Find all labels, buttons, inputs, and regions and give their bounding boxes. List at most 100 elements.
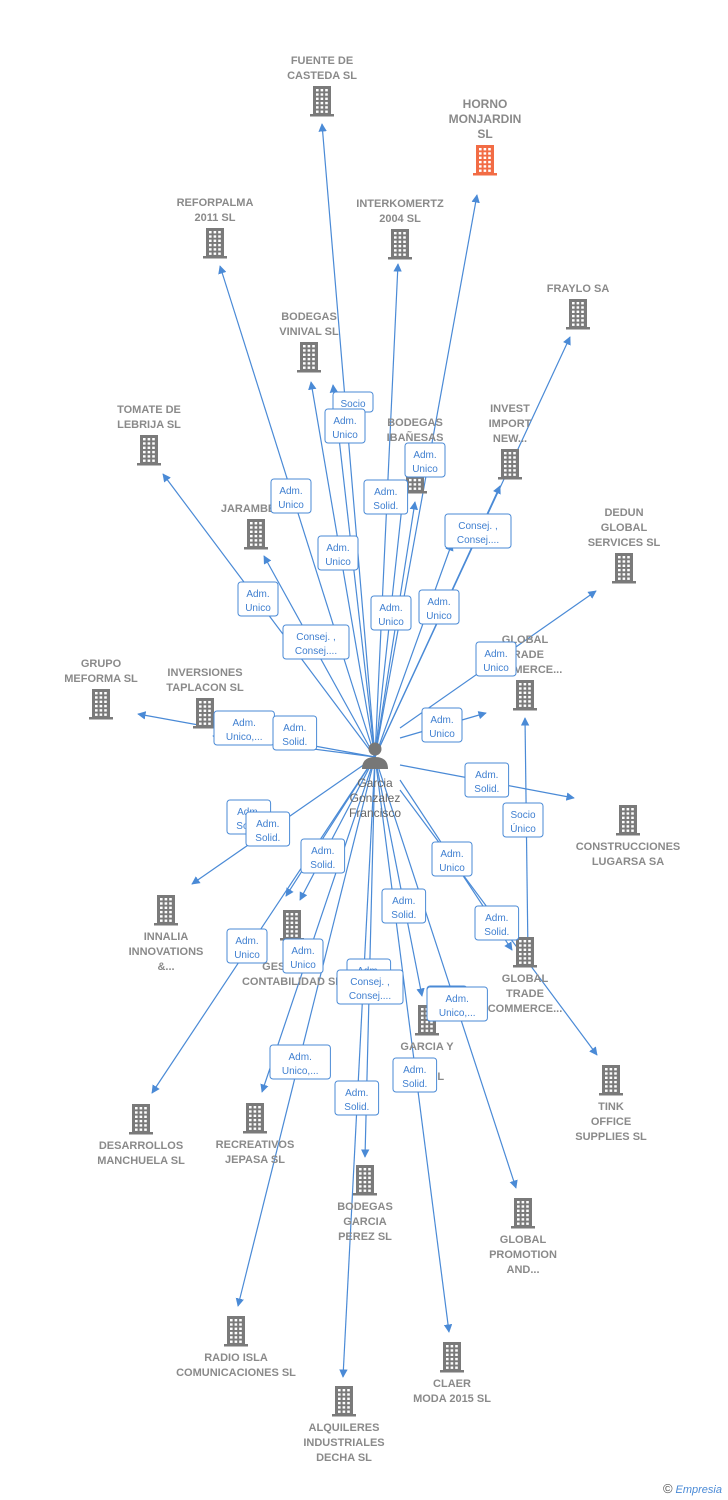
relation-text: Adm. — [403, 1065, 426, 1076]
relation-label-r32[interactable]: Adm.Solid. — [392, 1057, 438, 1093]
relation-label-r12[interactable]: Adm.Unico — [475, 641, 517, 677]
company-label: &... — [157, 961, 174, 973]
relation-label-r8[interactable]: Adm.Unico — [237, 581, 279, 617]
relation-label-r2[interactable]: Adm. Unico — [324, 408, 366, 444]
company-label: INNALIA — [144, 931, 189, 943]
company-label: COMUNICACIONES SL — [176, 1367, 296, 1379]
company-label: GLOBAL — [601, 522, 648, 534]
relation-label-r15[interactable]: Adm.Unico — [421, 707, 463, 743]
relation-text: Unico — [332, 430, 358, 441]
company-node-gtc2[interactable]: GLOBALTRADECOMMERCE... — [488, 937, 563, 1015]
relation-label-r22[interactable]: Adm.Solid. — [381, 888, 427, 924]
relation-text: Adm. — [246, 589, 269, 600]
company-label: DECHA SL — [316, 1452, 372, 1464]
relation-text: Adm. — [413, 450, 436, 461]
relation-edge — [374, 756, 518, 1189]
relation-text: Solid. — [391, 910, 416, 921]
company-node-invest[interactable]: INVESTIMPORTNEW... — [489, 403, 532, 480]
relation-label-r18[interactable]: Adm.Solid. — [245, 811, 291, 847]
relation-label-r6[interactable]: Consej. ,Consej.... — [444, 513, 512, 549]
relation-label-r3[interactable]: Adm.Unico — [404, 442, 446, 478]
building-icon — [513, 937, 537, 968]
relation-text: Solid. — [474, 784, 499, 795]
company-node-recreativos[interactable]: RECREATIVOS JEPASA SL — [216, 1103, 295, 1166]
building-icon — [612, 553, 636, 584]
relation-text: Unico — [483, 663, 509, 674]
relation-label-r5[interactable]: Adm.Unico — [270, 478, 312, 514]
building-icon — [498, 449, 522, 480]
relation-text: Adm. — [430, 715, 453, 726]
relation-label-r20[interactable]: Adm.Solid. — [300, 838, 346, 874]
relation-label-r7[interactable]: Adm.Unico — [317, 535, 359, 571]
relation-text: Adm. — [345, 1088, 368, 1099]
company-label: TAPLACON SL — [166, 682, 244, 694]
relation-text: Consej.... — [349, 991, 391, 1002]
building-icon — [599, 1065, 623, 1096]
relation-label-r11[interactable]: Adm.Unico — [418, 589, 460, 625]
relation-label-r21[interactable]: Adm.Unico — [431, 841, 473, 877]
copyright-mark: © — [662, 1481, 673, 1496]
building-icon — [332, 1386, 356, 1417]
company-label: SUPPLIES SL — [575, 1131, 647, 1143]
relation-label-r24[interactable]: Adm.Unico — [226, 928, 268, 964]
relation-label-r30[interactable]: Adm.Unico,... — [426, 986, 488, 1022]
relation-label-r4[interactable]: Adm.Solid. — [363, 479, 409, 515]
building-icon — [513, 680, 537, 711]
relation-label-r28[interactable]: Consej. ,Consej.... — [336, 969, 404, 1005]
relation-text: Único — [510, 822, 536, 835]
company-label: INDUSTRIALES — [303, 1437, 384, 1449]
relation-text: Adm. — [326, 543, 349, 554]
relation-label-r23[interactable]: Adm.Solid. — [474, 905, 520, 941]
company-node-gpromotion[interactable]: GLOBALPROMOTIONAND... — [489, 1198, 557, 1276]
relation-label-r25[interactable]: Adm.Unico — [282, 938, 324, 974]
relation-text: Adm. — [379, 603, 402, 614]
relation-text: Solid. — [310, 860, 335, 871]
relation-text: Solid. — [255, 833, 280, 844]
company-label: RECREATIVOS — [216, 1139, 295, 1151]
relation-label-r29[interactable]: Adm.Unico,... — [269, 1044, 331, 1080]
footer-brand[interactable]: ©Empresia — [663, 1481, 722, 1496]
relation-text: Unico — [378, 617, 404, 628]
building-icon — [473, 145, 497, 176]
relation-label-r10[interactable]: Adm. Unico — [370, 595, 412, 631]
company-node-fraylo[interactable]: FRAYLO SA — [547, 283, 610, 330]
relation-edge — [151, 756, 376, 1094]
relation-label-r9[interactable]: Consej. ,Consej.... — [282, 624, 350, 660]
company-label: INVEST — [490, 403, 530, 415]
company-label: JEPASA SL — [225, 1154, 285, 1166]
relation-label-r14[interactable]: Adm.Solid. — [272, 715, 318, 751]
relation-text: Adm. — [235, 936, 258, 947]
relation-edge — [329, 384, 376, 758]
building-icon — [154, 895, 178, 926]
company-label: VINIVAL SL — [279, 326, 339, 338]
relation-text: Adm. — [485, 913, 508, 924]
relation-label-r16[interactable]: Adm.Solid. — [464, 762, 510, 798]
relation-text: Adm. — [333, 416, 356, 427]
relation-label-r31[interactable]: Adm.Solid. — [334, 1080, 380, 1116]
company-label: IBAÑESAS — [387, 431, 444, 444]
relation-label-r13[interactable]: Adm.Unico,... — [213, 710, 275, 746]
company-label: 2004 SL — [379, 213, 421, 225]
person-name-line: Francisco — [349, 806, 401, 820]
company-node-innalia[interactable]: INNALIAINNOVATIONS&... — [129, 895, 204, 973]
relation-text: Adm. — [283, 723, 306, 734]
building-icon — [388, 229, 412, 260]
